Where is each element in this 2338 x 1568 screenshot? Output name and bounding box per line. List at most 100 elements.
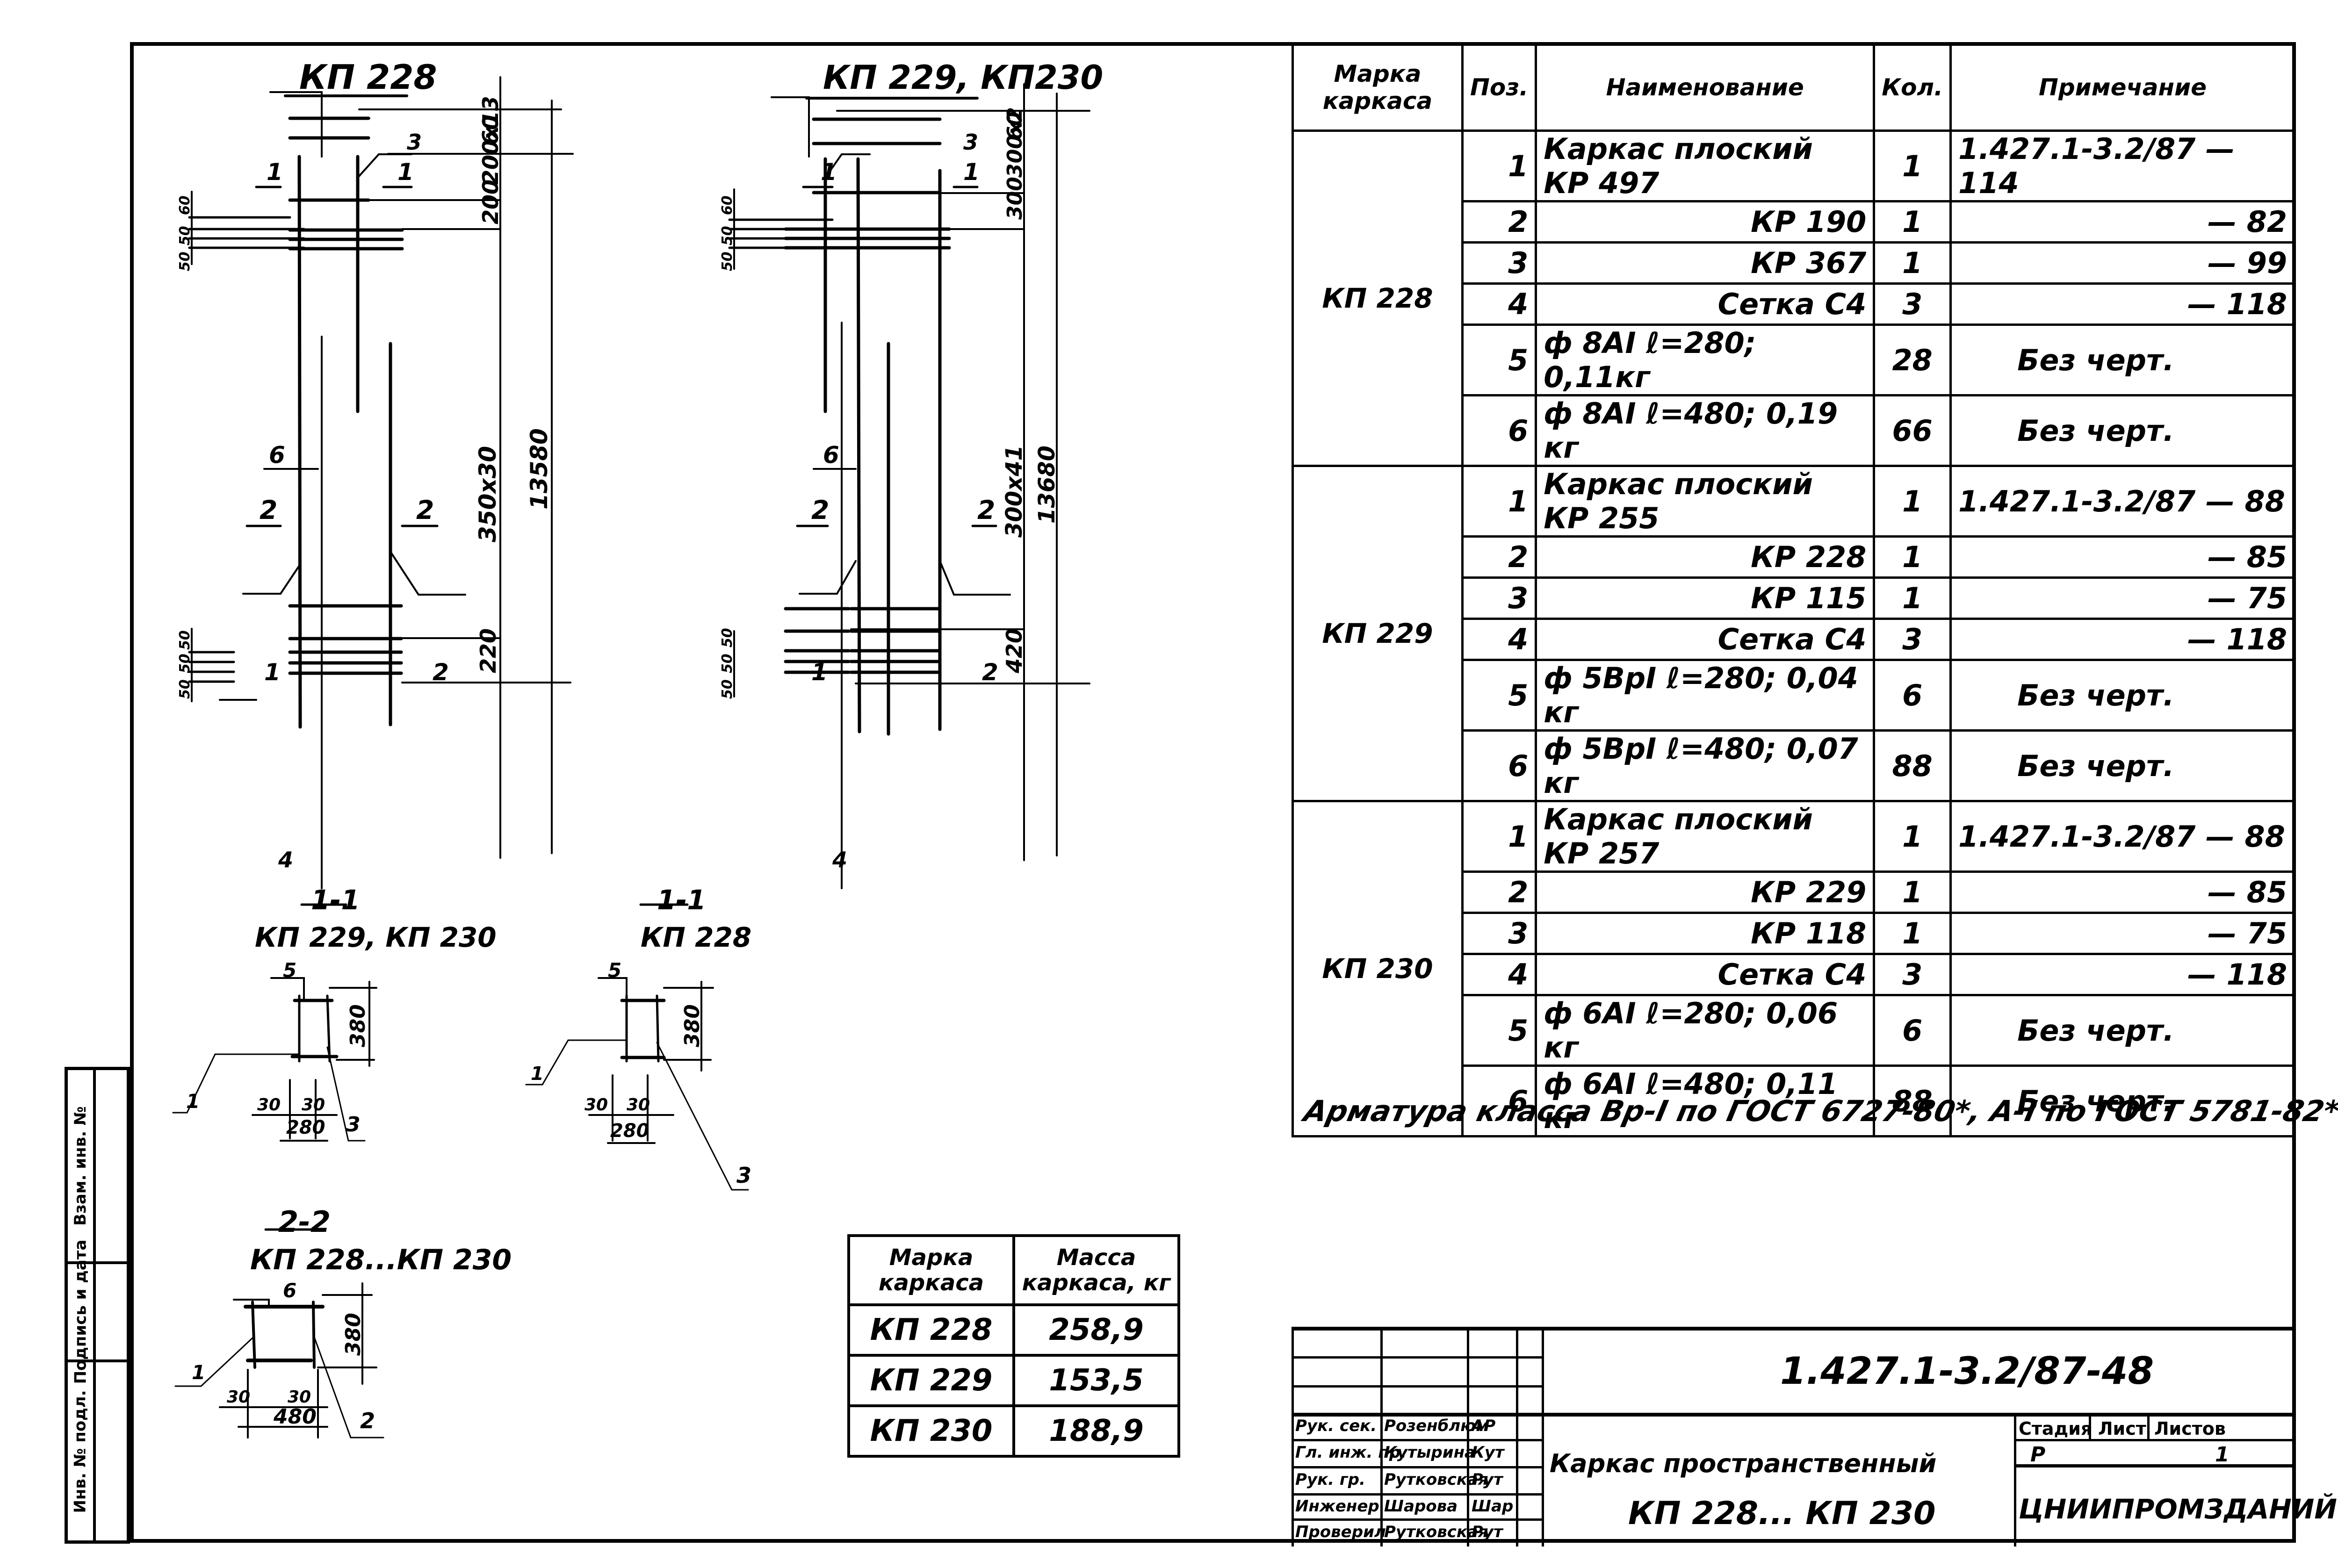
spec-header-row: Марка каркаса Поз. Наименование Кол. При… bbox=[1292, 43, 2296, 132]
kp228-elevation: КП 228 bbox=[177, 58, 574, 889]
signature-sign: Шар bbox=[1472, 1497, 1514, 1516]
spec-qty: 6 bbox=[1873, 659, 1952, 732]
spec-name: ф 8АI ℓ=280; 0,11кг bbox=[1535, 324, 1876, 396]
signature-role: Рук. сек. bbox=[1295, 1417, 1377, 1435]
spec-qty: 1 bbox=[1873, 535, 1952, 579]
side-stamp-original-inv: Инв. № подл. bbox=[68, 1362, 127, 1540]
spec-qty: 1 bbox=[1873, 800, 1952, 873]
dim-text: 50 bbox=[719, 252, 736, 271]
spec-note: Без черт. bbox=[1949, 729, 2296, 802]
spec-name: ф 8АI ℓ=480; 0,19 кг bbox=[1535, 394, 1876, 467]
spec-qty: 88 bbox=[1873, 1065, 1952, 1137]
signature-name: Рутковская bbox=[1384, 1470, 1488, 1489]
dim-text: 50 bbox=[177, 252, 193, 271]
callout-label: 2 bbox=[977, 495, 995, 525]
mass-mark: КП 229 bbox=[847, 1354, 1015, 1407]
mass-value: 188,9 bbox=[1012, 1404, 1180, 1458]
spec-name: КР 118 bbox=[1535, 912, 1876, 955]
dim-text: 60 bbox=[177, 195, 193, 215]
spec-pos: 3 bbox=[1461, 576, 1537, 620]
callout-label: 4 bbox=[832, 847, 847, 872]
kp229-kp230-title: КП 229, КП230 bbox=[823, 58, 1103, 97]
spec-note: 1.427.1-3.2/87 — 88 bbox=[1949, 800, 2296, 873]
spec-pos: 3 bbox=[1461, 912, 1537, 955]
dim-text: 50 bbox=[177, 654, 193, 673]
side-stamp: Взам. инв. № Подпись и дата Инв. № подл. bbox=[65, 1067, 130, 1544]
spec-name: Каркас плоский КР 497 bbox=[1535, 129, 1876, 202]
signature-sign: Рут bbox=[1472, 1470, 1503, 1489]
spec-qty: 1 bbox=[1873, 576, 1952, 620]
spec-pos: 1 bbox=[1461, 129, 1537, 202]
spec-pos: 5 bbox=[1461, 994, 1537, 1067]
spec-pos: 1 bbox=[1461, 800, 1537, 873]
spec-note: 1.427.1-3.2/87 — 88 bbox=[1949, 465, 2296, 538]
dim-text: 30 bbox=[302, 1095, 325, 1115]
spec-qty: 1 bbox=[1873, 870, 1952, 914]
callout-label: 3 bbox=[407, 129, 422, 155]
spec-qty: 1 bbox=[1873, 912, 1952, 955]
spec-qty: 66 bbox=[1873, 394, 1952, 467]
spec-name: ф 6АI ℓ=280; 0,06 кг bbox=[1535, 994, 1876, 1067]
side-stamp-signature-date: Подпись и дата bbox=[68, 1240, 127, 1384]
section-title: 1-1 bbox=[311, 884, 360, 916]
mass-value: 258,9 bbox=[1012, 1303, 1180, 1357]
spec-name: КР 190 bbox=[1535, 200, 1876, 244]
dim-text: 60 bbox=[478, 115, 503, 145]
callout-label: 3 bbox=[963, 129, 978, 155]
mass-header-row: Марка каркаса Масса каркаса, кг bbox=[847, 1234, 1180, 1306]
spec-name: КР 115 bbox=[1535, 576, 1876, 620]
dim-text: 280 bbox=[286, 1117, 325, 1138]
callout-label: 3 bbox=[736, 1163, 751, 1188]
dim-text: 50 bbox=[719, 654, 736, 673]
dim-text: 200 bbox=[478, 180, 503, 224]
dim-text: 60 bbox=[1003, 112, 1027, 140]
signature-sign: Кут bbox=[1472, 1443, 1504, 1462]
dim-text: 50 bbox=[177, 226, 193, 245]
reinforcement-note: Арматура класса Вр-I по ГОСТ 6727-80*, А… bbox=[1301, 1094, 2338, 1128]
callout-label: 3 bbox=[346, 1113, 361, 1136]
dim-text: 30 bbox=[227, 1388, 250, 1407]
sheet-label: Лист bbox=[2098, 1418, 2146, 1439]
spec-pos: 2 bbox=[1461, 200, 1537, 244]
mass-value: 153,5 bbox=[1012, 1354, 1180, 1407]
sheets-value: 1 bbox=[2215, 1443, 2230, 1467]
dim-text: 300x41 bbox=[1001, 445, 1027, 538]
kp229-kp230-elevation: КП 229, КП230 60 bbox=[719, 58, 1103, 889]
sheets-label: Листов bbox=[2154, 1418, 2226, 1439]
callout-label: 6 bbox=[283, 1279, 296, 1302]
spec-qty: 1 bbox=[1873, 241, 1952, 285]
stage-label: Стадия bbox=[2019, 1418, 2093, 1439]
spec-header-note: Примечание bbox=[1949, 43, 2296, 132]
spec-header-mark: Марка каркаса bbox=[1292, 43, 1464, 132]
document-subtitle: КП 228... КП 230 bbox=[1628, 1495, 1936, 1532]
spec-note: — 85 bbox=[1949, 535, 2296, 579]
callout-label: 1 bbox=[811, 659, 828, 686]
signature-name: Кутырина bbox=[1384, 1443, 1476, 1462]
dim-text: 380 bbox=[341, 1313, 365, 1356]
dim-text: 280 bbox=[610, 1120, 649, 1142]
spec-note: — 75 bbox=[1949, 912, 2296, 955]
spec-name: ф 6АI ℓ=480; 0,11 кг bbox=[1535, 1065, 1876, 1137]
spec-name: ф 5ВрI ℓ=280; 0,04 кг bbox=[1535, 659, 1876, 732]
document-title: Каркас пространственный bbox=[1550, 1449, 1937, 1478]
callout-label: 6 bbox=[269, 441, 285, 468]
signature-role: Проверил bbox=[1295, 1523, 1386, 1541]
spec-header-pos: Поз. bbox=[1461, 43, 1537, 132]
spec-mark: КП 230 bbox=[1292, 800, 1464, 1137]
mass-mark: КП 228 bbox=[847, 1303, 1015, 1357]
mass-header-mass: Масса каркаса, кг bbox=[1012, 1234, 1180, 1306]
signature-name: Шарова bbox=[1384, 1497, 1458, 1516]
